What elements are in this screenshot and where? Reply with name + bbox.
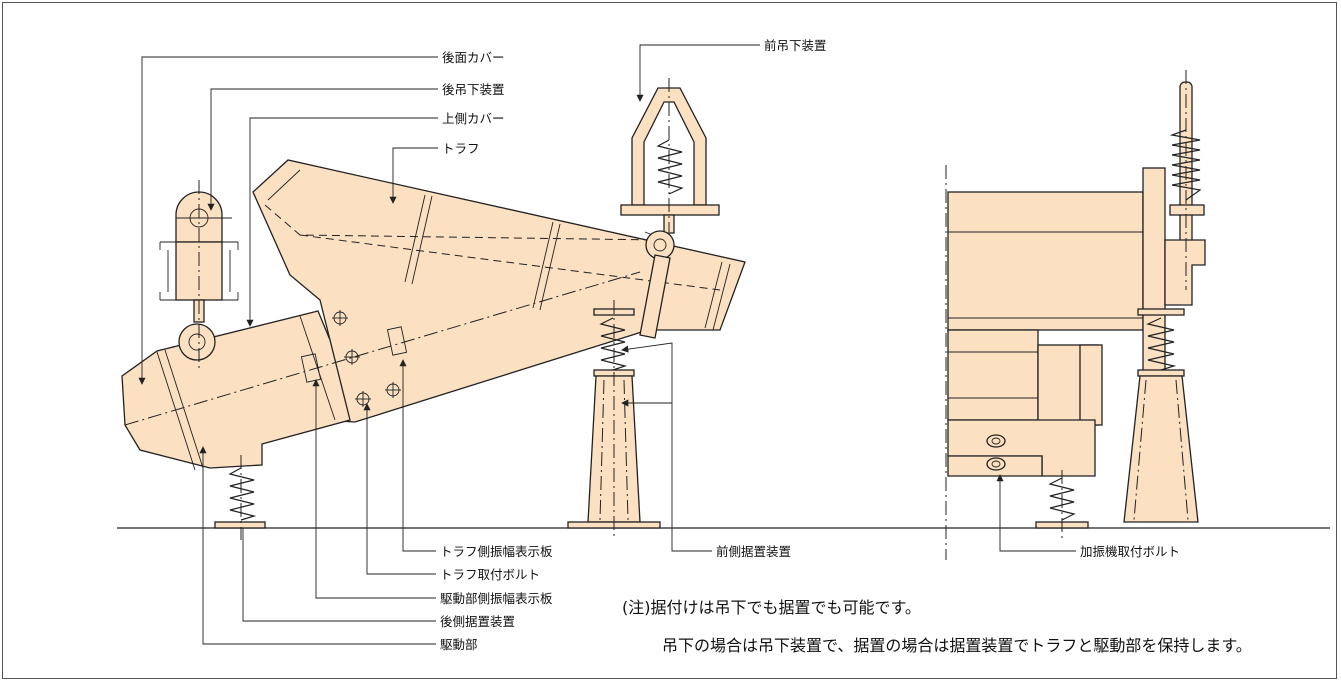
exciter-bolts — [986, 434, 1006, 471]
label-front-installation: 前側据置装置 — [716, 544, 791, 559]
label-trough-amplitude-plate: トラフ側振幅表示板 — [440, 544, 553, 559]
end-view — [945, 70, 1206, 560]
trough-body — [252, 159, 746, 423]
label-rear-suspension: 後吊下装置 — [442, 82, 505, 97]
label-drive-amplitude-plate: 駆動部側振幅表示板 — [440, 591, 553, 606]
drive-unit-body — [121, 310, 351, 469]
end-trough — [947, 191, 1144, 331]
label-rear-cover: 後面カバー — [442, 50, 505, 65]
label-upper-cover: 上側カバー — [442, 111, 505, 126]
label-front-suspension: 前吊下装置 — [764, 38, 827, 53]
label-exciter-bolt: 加振機取付ボルト — [1080, 544, 1180, 559]
note-line-2: 吊下の場合は吊下装置で、据置の場合は据置装置でトラフと駆動部を保持します。 — [662, 636, 1252, 655]
front-installation — [567, 300, 661, 540]
note-line-1: (注)据付けは吊下でも据置でも可能です。 — [622, 598, 921, 617]
front-suspension — [620, 78, 720, 339]
label-trough: トラフ — [442, 141, 480, 156]
label-trough-mount-bolt: トラフ取付ボルト — [440, 567, 540, 582]
rear-suspension — [159, 180, 239, 372]
trough-amplitude-plate — [386, 326, 408, 356]
label-rear-installation: 後側据置装置 — [440, 614, 515, 629]
label-drive-unit: 駆動部 — [440, 637, 478, 652]
side-view — [121, 78, 746, 540]
rear-installation — [214, 455, 266, 540]
trough-mount-bolts — [332, 310, 401, 407]
leader-lines — [138, 44, 1076, 645]
